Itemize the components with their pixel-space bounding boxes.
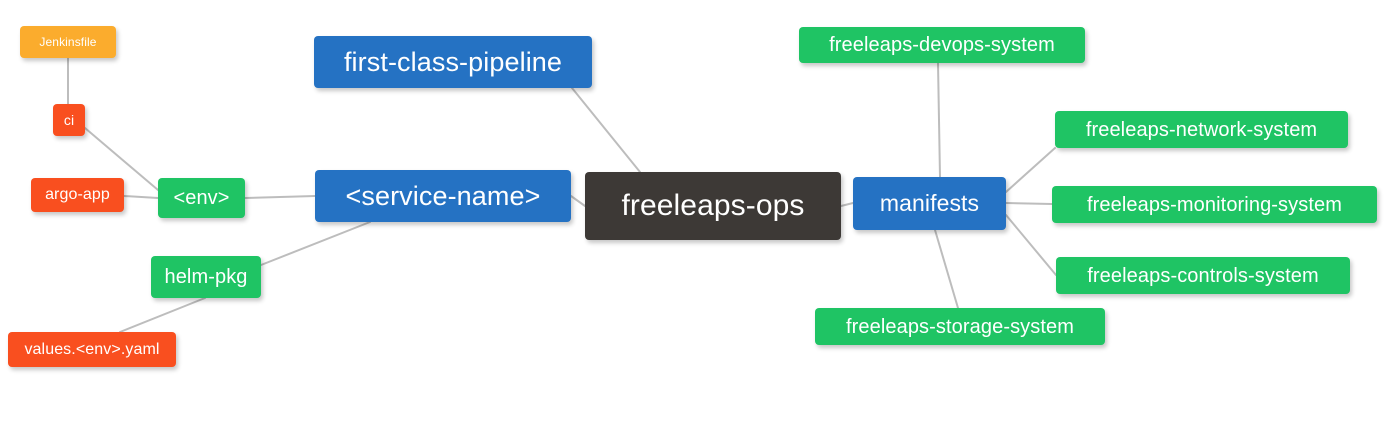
edge-service-name-to-env — [244, 195, 316, 199]
node-label-env: <env> — [173, 187, 230, 209]
edge-service-name-to-helm-pkg — [260, 221, 371, 266]
edge-freeleaps-ops-to-manifests — [840, 202, 854, 207]
node-manifests[interactable]: manifests — [853, 177, 1006, 230]
node-label-freeleaps-ops: freeleaps-ops — [621, 189, 805, 222]
node-env[interactable]: <env> — [158, 178, 245, 218]
edge-manifests-to-freeleaps-controls-system — [1005, 214, 1057, 276]
node-label-helm-pkg: helm-pkg — [164, 266, 248, 288]
node-label-service-name: <service-name> — [345, 180, 541, 211]
edge-freeleaps-ops-to-first-class-pipeline — [571, 87, 641, 173]
node-freeleaps-devops-system[interactable]: freeleaps-devops-system — [799, 27, 1085, 63]
edge-manifests-to-freeleaps-monitoring-system — [1005, 202, 1053, 205]
edge-freeleaps-ops-to-service-name — [570, 195, 586, 207]
node-label-freeleaps-controls-system: freeleaps-controls-system — [1087, 264, 1319, 287]
edge-env-to-argo-app — [123, 195, 159, 199]
node-freeleaps-ops[interactable]: freeleaps-ops — [585, 172, 841, 240]
node-freeleaps-controls-system[interactable]: freeleaps-controls-system — [1056, 257, 1350, 294]
node-freeleaps-storage-system[interactable]: freeleaps-storage-system — [815, 308, 1105, 345]
node-label-manifests: manifests — [879, 190, 980, 216]
node-label-freeleaps-storage-system: freeleaps-storage-system — [845, 315, 1075, 338]
edge-manifests-to-freeleaps-network-system — [1005, 147, 1056, 193]
node-values-env-yaml[interactable]: values.<env>.yaml — [8, 332, 176, 367]
node-ci[interactable]: ci — [53, 104, 85, 136]
edge-manifests-to-freeleaps-storage-system — [934, 229, 959, 309]
edge-manifests-to-freeleaps-devops-system — [937, 62, 941, 178]
node-label-first-class-pipeline: first-class-pipeline — [343, 46, 563, 77]
node-label-jenkinsfile: Jenkinsfile — [39, 35, 97, 49]
node-freeleaps-monitoring-system[interactable]: freeleaps-monitoring-system — [1052, 186, 1377, 223]
node-label-freeleaps-monitoring-system: freeleaps-monitoring-system — [1086, 193, 1342, 216]
edge-helm-pkg-to-values-env-yaml — [119, 297, 206, 333]
node-label-freeleaps-devops-system: freeleaps-devops-system — [829, 34, 1055, 56]
node-helm-pkg[interactable]: helm-pkg — [151, 256, 261, 298]
node-label-freeleaps-network-system: freeleaps-network-system — [1085, 118, 1318, 141]
node-argo-app[interactable]: argo-app — [31, 178, 124, 212]
node-label-values-env-yaml: values.<env>.yaml — [24, 340, 160, 358]
node-first-class-pipeline[interactable]: first-class-pipeline — [314, 36, 592, 88]
node-jenkinsfile[interactable]: Jenkinsfile — [20, 26, 116, 58]
node-label-argo-app: argo-app — [45, 186, 110, 203]
node-freeleaps-network-system[interactable]: freeleaps-network-system — [1055, 111, 1348, 148]
node-service-name[interactable]: <service-name> — [315, 170, 571, 222]
node-label-ci: ci — [63, 112, 75, 128]
